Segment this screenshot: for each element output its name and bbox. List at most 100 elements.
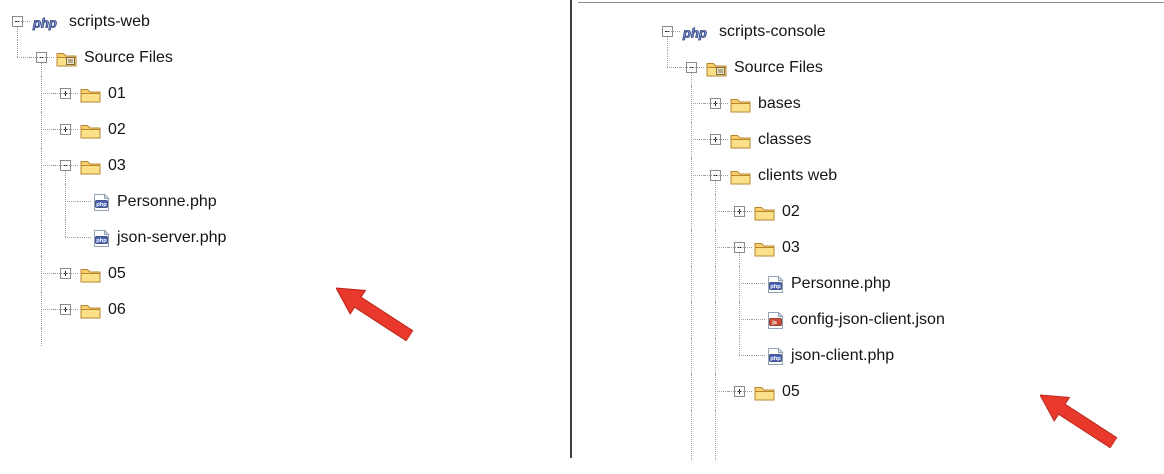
folder-icon bbox=[730, 96, 751, 113]
svg-text:php: php bbox=[32, 15, 57, 30]
expander-expand-icon[interactable] bbox=[60, 304, 71, 315]
tree-node-label[interactable]: bases bbox=[758, 95, 801, 112]
tree-node[interactable]: php Personne.php bbox=[6, 184, 546, 220]
tree-node-label[interactable]: classes bbox=[758, 131, 812, 148]
tree-node[interactable]: 01 bbox=[6, 76, 546, 112]
expander-glyph bbox=[737, 391, 742, 392]
tree-node-label[interactable]: 06 bbox=[108, 301, 126, 318]
tree-guide bbox=[6, 256, 30, 292]
tree-node[interactable]: clients web bbox=[656, 158, 1156, 194]
tree-guide bbox=[680, 266, 704, 302]
tree-expander-cell bbox=[54, 148, 78, 184]
tree-guide bbox=[704, 230, 728, 266]
tree-expander-cell bbox=[54, 76, 78, 112]
expander-expand-icon[interactable] bbox=[734, 386, 745, 397]
tree-node-label[interactable]: scripts-web bbox=[69, 13, 150, 30]
expander-expand-icon[interactable] bbox=[710, 134, 721, 145]
expander-glyph bbox=[739, 209, 740, 214]
tree-guide bbox=[680, 194, 704, 230]
php-file-icon: php bbox=[93, 192, 110, 212]
expander-glyph bbox=[715, 101, 716, 106]
tree-node[interactable]: bases bbox=[656, 86, 1156, 122]
expander-collapse-icon[interactable] bbox=[662, 26, 673, 37]
tree-expander-cell bbox=[704, 122, 728, 158]
expander-glyph bbox=[713, 103, 718, 104]
tree-node-label[interactable]: config-json-client.json bbox=[791, 311, 945, 328]
php-file-icon: php bbox=[93, 228, 110, 248]
tree-guide bbox=[30, 292, 54, 328]
svg-text:php: php bbox=[96, 238, 107, 244]
tree-node[interactable]: 05 bbox=[656, 374, 1156, 410]
tree-guide bbox=[728, 302, 752, 338]
tree-node-label[interactable]: Personne.php bbox=[791, 275, 891, 292]
tree-node[interactable]: js config-json-client.json bbox=[656, 302, 1156, 338]
tree-node-label[interactable]: 02 bbox=[108, 121, 126, 138]
tree-node[interactable]: 05 bbox=[6, 256, 546, 292]
expander-collapse-icon[interactable] bbox=[60, 160, 71, 171]
folder-icon bbox=[80, 302, 101, 319]
svg-text:php: php bbox=[96, 202, 107, 208]
expander-expand-icon[interactable] bbox=[710, 98, 721, 109]
panel-divider bbox=[570, 0, 572, 458]
folder-icon bbox=[754, 384, 775, 401]
folder-icon bbox=[80, 158, 101, 175]
tree-node[interactable]: Source Files bbox=[656, 50, 1156, 86]
tree-node-label[interactable]: Source Files bbox=[734, 59, 823, 76]
expander-glyph bbox=[737, 211, 742, 212]
folder-icon bbox=[754, 240, 775, 257]
red-arrow-annotation bbox=[1030, 380, 1123, 458]
tree-node[interactable]: 03 bbox=[656, 230, 1156, 266]
expander-collapse-icon[interactable] bbox=[734, 242, 745, 253]
svg-text:php: php bbox=[770, 356, 781, 362]
expander-glyph bbox=[715, 137, 716, 142]
tree-guide bbox=[704, 194, 728, 230]
tree-node-label[interactable]: 05 bbox=[108, 265, 126, 282]
tree-node[interactable]: 02 bbox=[656, 194, 1156, 230]
tree-node[interactable]: php json-client.php bbox=[656, 338, 1156, 374]
folder-icon bbox=[730, 132, 751, 149]
tree-guide bbox=[704, 338, 728, 374]
tree-guide bbox=[656, 266, 680, 302]
tree-node[interactable]: php json-server.php bbox=[6, 220, 546, 256]
tree-node-label[interactable]: 02 bbox=[782, 203, 800, 220]
json-file-icon: js bbox=[767, 310, 784, 330]
expander-collapse-icon[interactable] bbox=[36, 52, 47, 63]
tree-node-label[interactable]: 05 bbox=[782, 383, 800, 400]
tree-node-label[interactable]: 03 bbox=[782, 239, 800, 256]
expander-glyph bbox=[15, 21, 20, 22]
tree-node-label[interactable]: Source Files bbox=[84, 49, 173, 66]
tree-node-label[interactable]: Personne.php bbox=[117, 193, 217, 210]
expander-expand-icon[interactable] bbox=[60, 124, 71, 135]
tree-node[interactable]: 02 bbox=[6, 112, 546, 148]
tree-guide bbox=[704, 302, 728, 338]
expander-expand-icon[interactable] bbox=[60, 268, 71, 279]
expander-expand-icon[interactable] bbox=[734, 206, 745, 217]
tree-node[interactable]: Source Files bbox=[6, 40, 546, 76]
tree-guide bbox=[6, 328, 30, 346]
tree-node-label[interactable]: scripts-console bbox=[719, 23, 826, 40]
tree-expander-cell bbox=[728, 230, 752, 266]
php-file-icon: php bbox=[767, 274, 784, 294]
source-folder-icon bbox=[706, 60, 727, 77]
tree-guide bbox=[656, 194, 680, 230]
expander-collapse-icon[interactable] bbox=[12, 16, 23, 27]
tree-node-label[interactable]: json-server.php bbox=[117, 229, 227, 246]
tree-node[interactable]: 06 bbox=[6, 292, 546, 328]
folder-icon bbox=[80, 86, 101, 103]
tree-node-label[interactable]: 03 bbox=[108, 157, 126, 174]
tree-node[interactable]: php scripts-web bbox=[6, 4, 546, 40]
tree-guide bbox=[656, 86, 680, 122]
tree-node-label[interactable]: clients web bbox=[758, 167, 838, 184]
tree-node[interactable]: php Personne.php bbox=[656, 266, 1156, 302]
tree-guide bbox=[680, 230, 704, 266]
tree-node[interactable]: classes bbox=[656, 122, 1156, 158]
tree-node[interactable]: 03 bbox=[6, 148, 546, 184]
expander-collapse-icon[interactable] bbox=[686, 62, 697, 73]
expander-collapse-icon[interactable] bbox=[710, 170, 721, 181]
expander-glyph bbox=[63, 309, 68, 310]
expander-expand-icon[interactable] bbox=[60, 88, 71, 99]
tree-node-label[interactable]: 01 bbox=[108, 85, 126, 102]
tree-guide bbox=[704, 374, 728, 410]
tree-node-label[interactable]: json-client.php bbox=[791, 347, 895, 364]
